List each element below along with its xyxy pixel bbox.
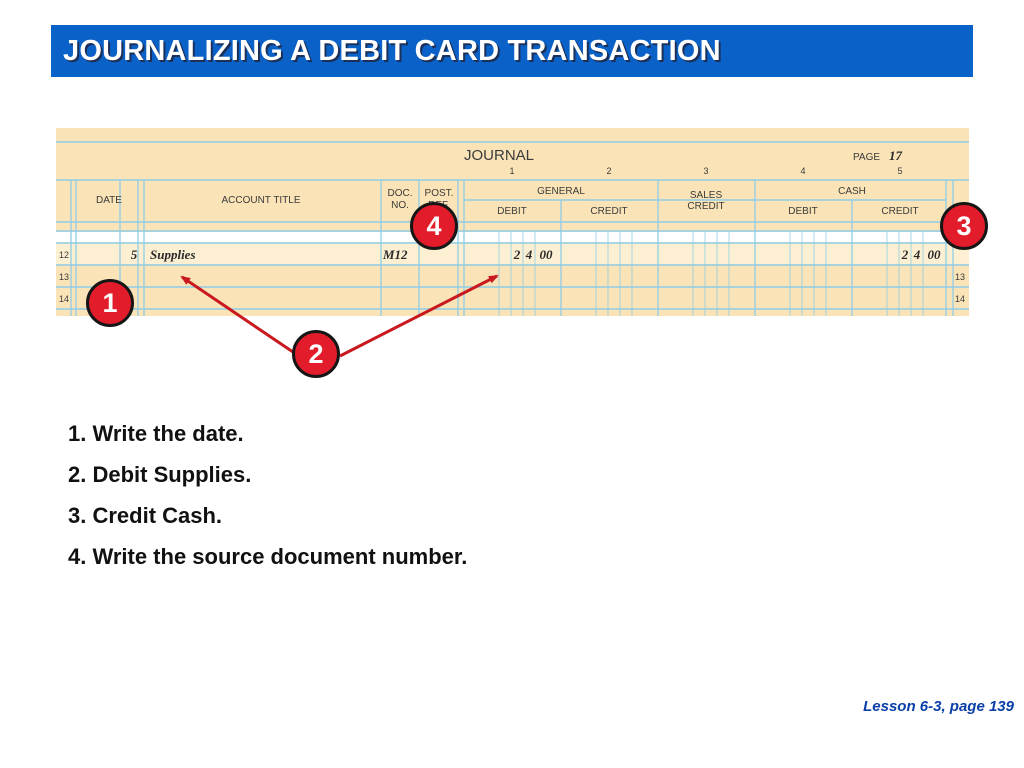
step-item: 4. Write the source document number. xyxy=(68,544,468,569)
steps-list: 1. Write the date. 2. Debit Supplies. 3.… xyxy=(68,418,467,582)
separator-band xyxy=(56,232,969,242)
column-number-5: 5 xyxy=(897,166,902,176)
header-sales-credit-line1: SALES xyxy=(690,190,723,201)
header-cash-debit: DEBIT xyxy=(788,206,817,217)
entry-general-debit-digit-1: 2 xyxy=(513,247,521,262)
header-sales-credit-line2: CREDIT xyxy=(687,201,724,212)
callout-badge-4: 4 xyxy=(410,202,458,250)
header-doc-no-line2: NO. xyxy=(391,200,409,211)
entry-cash-credit-cents: 00 xyxy=(928,247,942,262)
entry-cash-credit-digit-2: 4 xyxy=(913,247,921,262)
step-item: 1. Write the date. xyxy=(68,421,244,446)
page-label: PAGE xyxy=(853,152,880,163)
header-general-debit: DEBIT xyxy=(497,206,526,217)
row-number-14-left: 14 xyxy=(59,294,69,304)
journal-title: JOURNAL xyxy=(464,147,534,164)
header-doc-no-line1: DOC. xyxy=(388,188,413,199)
entry-doc-no: M12 xyxy=(382,247,408,262)
header-cash-credit: CREDIT xyxy=(881,206,918,217)
journal-grid: JOURNAL PAGE 17 1 2 3 4 5 xyxy=(56,128,969,316)
entry-account-title: Supplies xyxy=(150,247,196,262)
row-number-12: 12 xyxy=(59,250,69,260)
header-general-credit: CREDIT xyxy=(590,206,627,217)
callout-badge-2: 2 xyxy=(292,330,340,378)
slide-title: JOURNALIZING A DEBIT CARD TRANSACTION xyxy=(63,35,721,67)
entry-date: 5 xyxy=(131,247,138,262)
row-number-14-right: 14 xyxy=(955,294,965,304)
step-item: 2. Debit Supplies. xyxy=(68,462,252,487)
header-date: DATE xyxy=(96,195,122,206)
row-number-13-right: 13 xyxy=(955,272,965,282)
callout-badge-1: 1 xyxy=(86,279,134,327)
entry-cash-credit-digit-1: 2 xyxy=(901,247,909,262)
header-cash: CASH xyxy=(838,186,866,197)
column-number-3: 3 xyxy=(703,166,708,176)
row-number-13-left: 13 xyxy=(59,272,69,282)
header-account-title: ACCOUNT TITLE xyxy=(221,195,300,206)
column-number-1: 1 xyxy=(509,166,514,176)
entry-general-debit-digit-2: 4 xyxy=(525,247,533,262)
step-item: 3. Credit Cash. xyxy=(68,503,223,528)
page-number: 17 xyxy=(889,148,903,163)
amount-digit-rules xyxy=(498,231,924,316)
callout-badge-3: 3 xyxy=(940,202,988,250)
entry-general-debit-cents: 00 xyxy=(540,247,554,262)
header-general: GENERAL xyxy=(537,186,585,197)
column-number-2: 2 xyxy=(606,166,611,176)
title-bar: JOURNALIZING A DEBIT CARD TRANSACTION xyxy=(51,25,973,77)
lesson-reference: Lesson 6-3, page 139 xyxy=(863,698,1014,715)
entry-row-highlight xyxy=(56,242,969,264)
column-number-4: 4 xyxy=(800,166,805,176)
header-post-ref-line1: POST. xyxy=(425,188,454,199)
journal-form: JOURNAL PAGE 17 1 2 3 4 5 xyxy=(56,128,969,316)
